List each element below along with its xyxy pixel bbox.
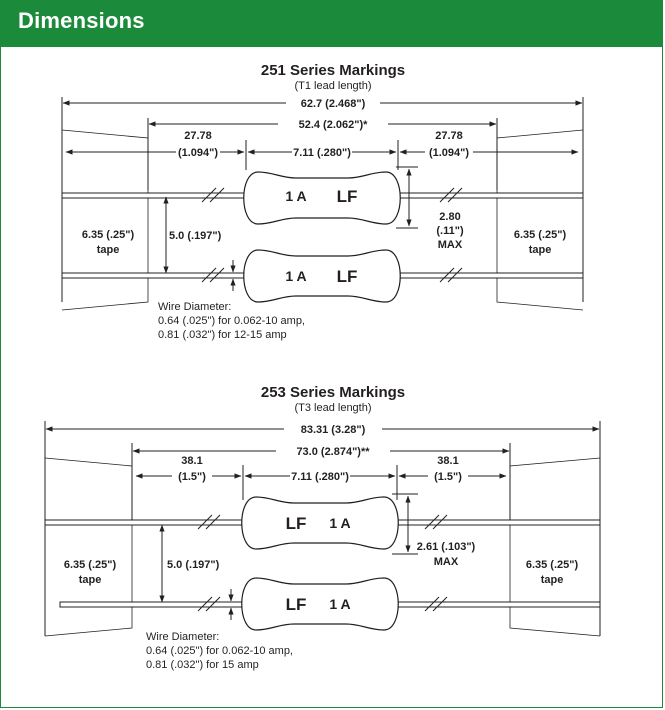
series-253-tape-right-label: tape	[541, 574, 564, 586]
series-251-diameter-in: (.11")	[436, 225, 464, 237]
series-251-logo-top: LF	[337, 187, 358, 206]
series-251-tape-left: 6.35 (.25")	[82, 229, 135, 241]
series-251-rating-top: 1 A	[285, 188, 306, 204]
series-253-rating-top: 1 A	[329, 515, 350, 531]
series-253-title: 253 Series Markings	[261, 384, 405, 401]
series-253-lead-spacing: 5.0 (.197")	[167, 559, 220, 571]
series-251-fuse-body-top	[243, 171, 401, 225]
series-251-diameter: 2.80	[439, 211, 460, 223]
section-header: Dimensions	[0, 0, 663, 47]
series-251-fuse-body-bottom	[243, 249, 401, 303]
series-251-tape-left-label: tape	[97, 244, 120, 256]
series-253-fuse-body-top	[241, 496, 399, 550]
series-251-tape-right-label: tape	[529, 244, 552, 256]
series-253-body-length: 7.11 (.280")	[291, 471, 349, 483]
series-251-lead-right-mm: 27.78	[435, 130, 463, 142]
series-251-lead-left-in: (1.094")	[178, 147, 218, 159]
series-253-diameter-max: MAX	[434, 556, 459, 568]
series-253-lead-right-in: (1.5")	[434, 471, 462, 483]
series-253-lead-right-mm: 38.1	[437, 455, 458, 467]
series-251-body-length: 7.11 (.280")	[293, 147, 351, 159]
series-253-diameter: 2.61 (.103")	[417, 541, 476, 553]
series-251-lead-left-mm: 27.78	[184, 130, 212, 142]
series-251-rating-bottom: 1 A	[285, 268, 306, 284]
series-251-title: 251 Series Markings	[261, 62, 405, 79]
series-253-logo-bottom: LF	[286, 595, 307, 614]
series-253-wire-note-2: 0.64 (.025") for 0.062-10 amp,	[146, 645, 293, 657]
series-253-logo-top: LF	[286, 514, 307, 533]
series-253-wire-note-1: Wire Diameter:	[146, 631, 219, 643]
series-253-rating-bottom: 1 A	[329, 596, 350, 612]
series-253-drawing: 253 Series Markings (T3 lead length) 83.…	[44, 384, 601, 671]
series-251-lead-right-in: (1.094")	[429, 147, 469, 159]
series-251-lead-spacing: 5.0 (.197")	[169, 230, 222, 242]
series-253-lead-left-in: (1.5")	[178, 471, 206, 483]
series-253-overall-length: 83.31 (3.28")	[301, 424, 366, 436]
series-253-lead-left-mm: 38.1	[181, 455, 202, 467]
series-253-lead-span: 73.0 (2.874")**	[296, 446, 370, 458]
series-251-subtitle: (T1 lead length)	[294, 80, 371, 92]
series-251-lead-span: 52.4 (2.062")*	[299, 119, 369, 131]
series-251-diameter-max: MAX	[438, 239, 463, 251]
series-253-subtitle: (T3 lead length)	[294, 402, 371, 414]
series-251-logo-bottom: LF	[337, 267, 358, 286]
series-251-drawing: 251 Series Markings (T1 lead length) 62.…	[61, 62, 584, 341]
series-251-overall-length: 62.7 (2.468")	[301, 98, 366, 110]
series-253-fuse-body-bottom	[241, 577, 399, 631]
series-253-tape-right: 6.35 (.25")	[526, 559, 579, 571]
series-251-wire-note-3: 0.81 (.032") for 12-15 amp	[158, 329, 287, 341]
series-253-tape-left: 6.35 (.25")	[64, 559, 117, 571]
series-251-wire-note-1: Wire Diameter:	[158, 301, 231, 313]
series-251-wire-note-2: 0.64 (.025") for 0.062-10 amp,	[158, 315, 305, 327]
series-253-tape-left-label: tape	[79, 574, 102, 586]
series-253-wire-note-3: 0.81 (.032") for 15 amp	[146, 659, 259, 671]
series-251-tape-right: 6.35 (.25")	[514, 229, 567, 241]
section-title: Dimensions	[18, 8, 145, 33]
